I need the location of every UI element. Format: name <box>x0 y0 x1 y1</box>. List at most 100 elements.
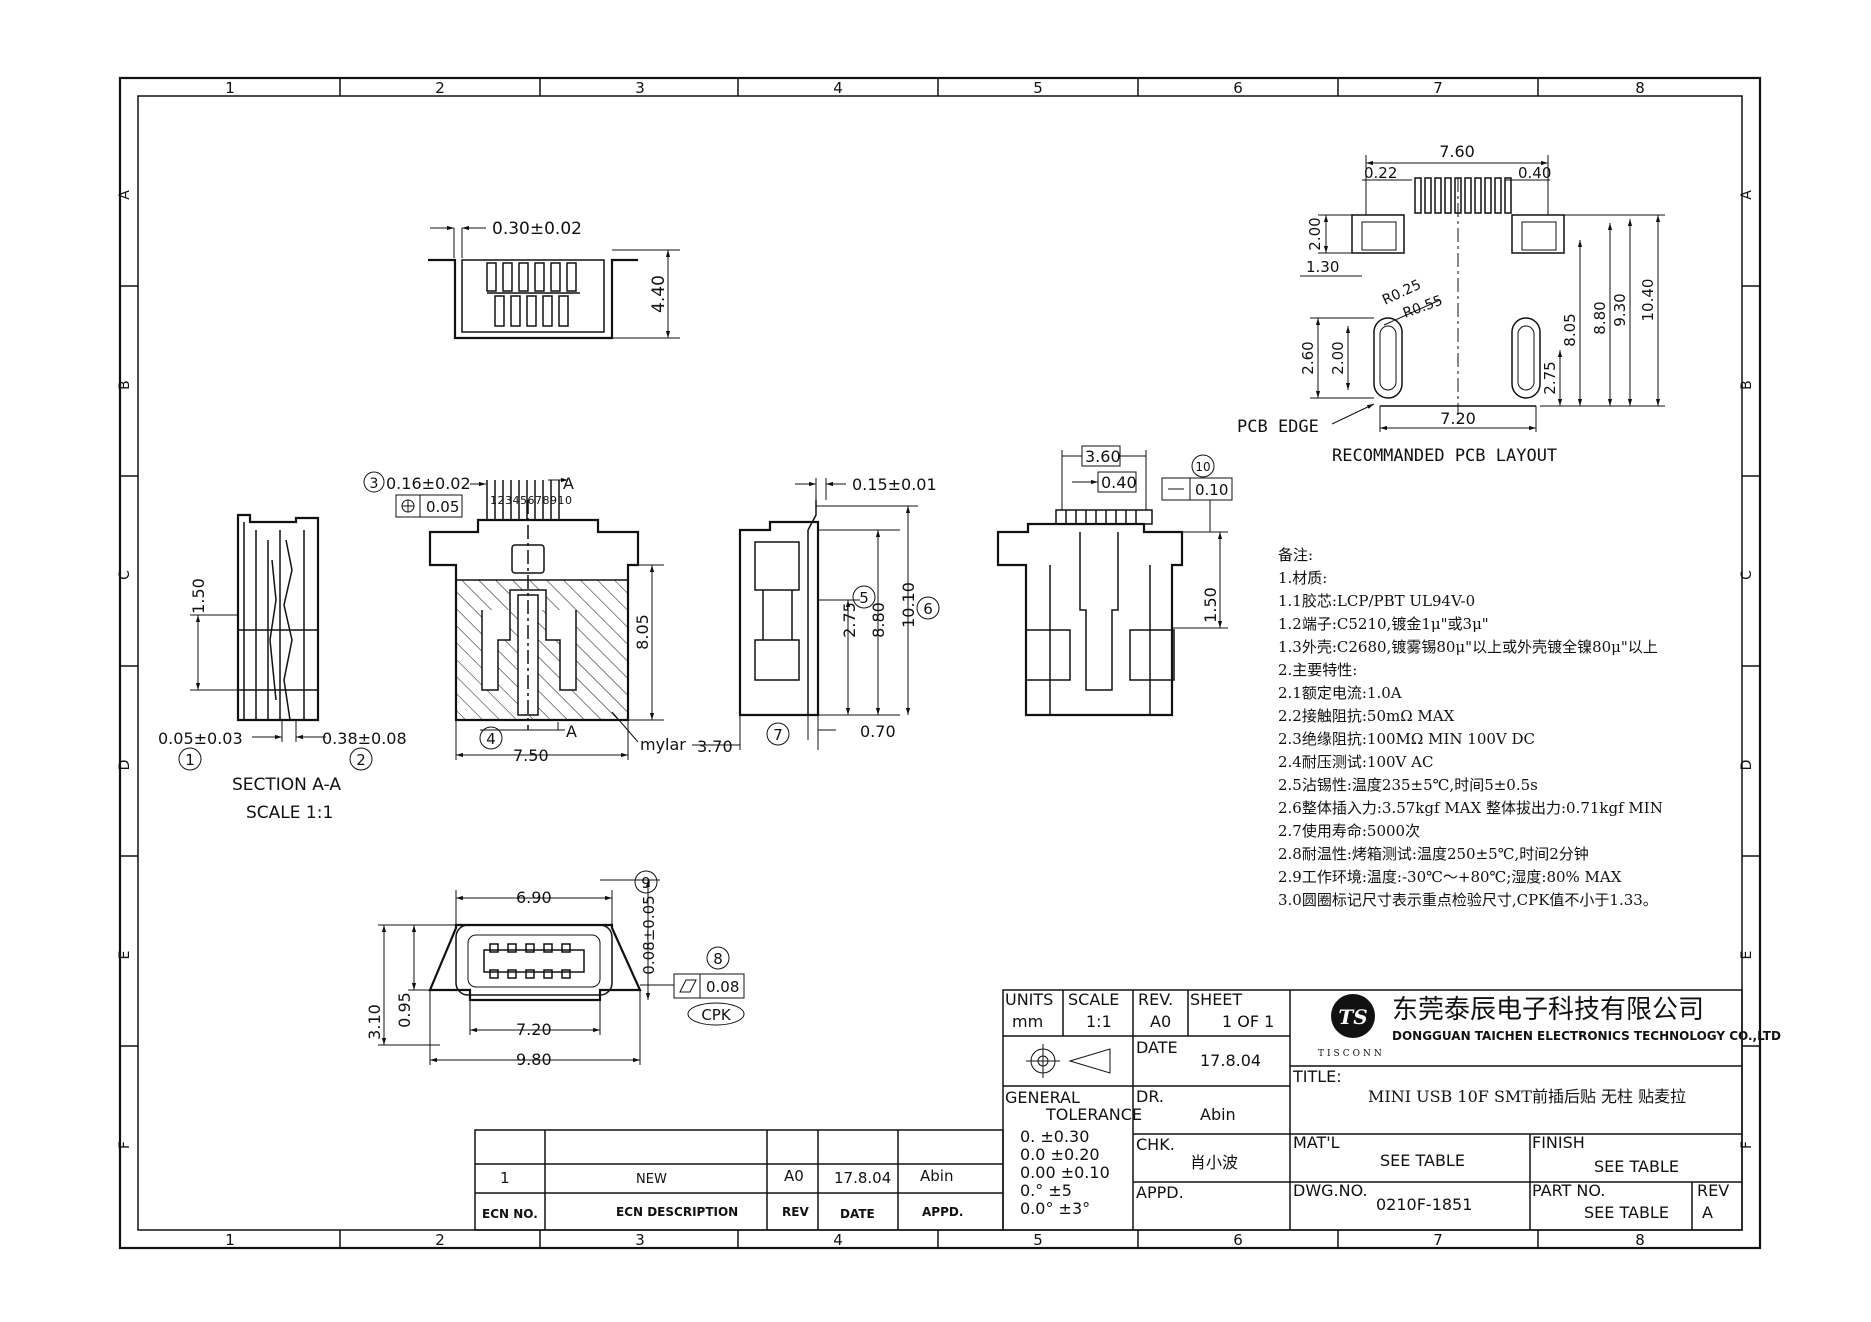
note-line: 2.7使用寿命:5000次 <box>1278 822 1420 840</box>
marker-9 <box>634 870 658 894</box>
dim-310: 3.10 <box>365 1004 384 1040</box>
scale-label: SCALE <box>1068 990 1119 1009</box>
ecn-date: 17.8.04 <box>834 1169 891 1187</box>
chk-label: CHK. <box>1136 1135 1175 1154</box>
tol-line: 0.00 ±0.10 <box>1020 1163 1110 1182</box>
col-label-top: 1 <box>225 79 235 97</box>
row-label-right: E <box>1739 951 1755 960</box>
row-label-left: E <box>117 951 133 960</box>
pcb-layout-view: 7.60 0.22 0.40 2.00 1.30 R0.25 R0.55 2.6… <box>1237 142 1665 466</box>
ecn-header-no: ECN NO. <box>482 1207 538 1221</box>
marker-2-text: 2 <box>356 751 366 769</box>
dim-008: 0.08±0.05 <box>640 895 658 974</box>
dim-980: 9.80 <box>516 1050 552 1069</box>
sheet-label: SHEET <box>1190 990 1242 1009</box>
dim-095: 0.95 <box>395 992 414 1028</box>
dim-height: 4.40 <box>649 275 669 313</box>
notes-block: 备注: 1.材质: 1.1胶芯:LCP/PBT UL94V-0 1.2端子:C5… <box>1278 546 1663 909</box>
tol-line: 0.° ±5 <box>1020 1181 1072 1200</box>
dim-275: 2.75 <box>840 602 859 638</box>
col-label-top: 4 <box>833 79 843 97</box>
marker-3 <box>363 471 385 493</box>
dim-200b: 2.00 <box>1329 341 1347 374</box>
dim-015: 0.15±0.01 <box>852 475 937 494</box>
company-en: DONGGUAN TAICHEN ELECTRONICS TECHNOLOGY … <box>1392 1029 1781 1043</box>
marker-4 <box>479 726 503 750</box>
scale-value: 1:1 <box>1086 1012 1112 1031</box>
note-line: 3.0圆圈标记尺寸表示重点检验尺寸,CPK值不小于1.33。 <box>1278 891 1658 909</box>
row-label-right: B <box>1739 380 1755 390</box>
col-label-top: 2 <box>435 79 445 97</box>
dim-750: 7.50 <box>513 746 549 765</box>
matl-label: MAT'L <box>1293 1133 1340 1152</box>
back-view: 3.60 0.40 10 0.10 1.50 <box>996 445 1233 717</box>
chk-value: 肖小波 <box>1190 1153 1238 1172</box>
dim-width-total: 7.60 <box>1439 142 1475 161</box>
row-label-right: F <box>1739 1141 1755 1149</box>
col-label-bottom: 1 <box>225 1231 235 1249</box>
dim-150: 1.50 <box>1201 587 1220 623</box>
marker-8-text: 8 <box>713 950 723 968</box>
row-label-left: A <box>117 190 133 200</box>
company-logo <box>1331 994 1375 1038</box>
row-label-left: C <box>117 570 133 580</box>
logo-text: TISCONN <box>1318 1049 1385 1059</box>
pin-numbers: 12345678910 <box>490 494 572 507</box>
col-label-top: 7 <box>1433 79 1443 97</box>
dwg-label: DWG.NO. <box>1293 1181 1368 1200</box>
marker-6 <box>916 596 940 620</box>
ecn-header-appd: APPD. <box>922 1205 963 1219</box>
appd-label: APPD. <box>1136 1183 1184 1202</box>
bottom-view: 6.90 9 0.08±0.05 3.10 0.95 7.20 9.80 8 0… <box>365 870 745 1069</box>
col-label-bottom: 3 <box>635 1231 645 1249</box>
dim-880: 8.80 <box>869 602 888 638</box>
dim-275: 2.75 <box>1541 361 1559 394</box>
drawing-title: MINI USB 10F SMT前插后贴 无柱 贴麦拉 <box>1368 1087 1686 1106</box>
note-line: 2.9工作环境:温度:-30℃～+80℃;湿度:80% MAX <box>1278 868 1622 886</box>
top-view: 0.30±0.02 4.40 <box>428 219 680 340</box>
tol-line: 0.0° ±3° <box>1020 1199 1090 1218</box>
col-label-bottom: 5 <box>1033 1231 1043 1249</box>
note-line: 2.1额定电流:1.0A <box>1278 684 1402 702</box>
marker-1 <box>178 747 202 771</box>
flatness-value: 0.05 <box>426 498 459 516</box>
tol-line: 0.0 ±0.20 <box>1020 1145 1100 1164</box>
front-view: A A 12345678910 3 0.16±0.02 0.05 8.05 4 … <box>363 471 686 765</box>
marker-10-text: 10 <box>1195 460 1210 474</box>
dim-690: 6.90 <box>516 888 552 907</box>
col-label-bottom: 8 <box>1635 1231 1645 1249</box>
dim-pad-small: 0.22 <box>1364 164 1397 182</box>
marker-5-text: 5 <box>859 589 869 607</box>
dim-260: 2.60 <box>1299 341 1317 374</box>
note-line: 2.8耐温性:烤箱测试:温度250±5℃,时间2分钟 <box>1278 845 1589 863</box>
ecn-header-date: DATE <box>840 1207 875 1221</box>
cpk-text: CPK <box>701 1006 732 1024</box>
section-mark-top: A <box>563 474 574 493</box>
dim-370: 3.70 <box>697 737 733 756</box>
row-label-right: C <box>1739 570 1755 580</box>
general-label: GENERAL <box>1005 1088 1080 1107</box>
part-value: SEE TABLE <box>1584 1203 1669 1222</box>
cpk-badge <box>687 1002 745 1026</box>
finish-value: SEE TABLE <box>1594 1157 1679 1176</box>
dim-930: 9.30 <box>1611 293 1629 326</box>
dim-150: 1.50 <box>189 578 208 614</box>
date-value: 17.8.04 <box>1200 1051 1261 1070</box>
rev2-label: REV <box>1697 1181 1729 1200</box>
pcb-layout-caption: RECOMMANDED PCB LAYOUT <box>1332 446 1557 466</box>
note-line: 1.3外壳:C2680,镀雾锡80μ"以上或外壳镀全镍80μ"以上 <box>1278 638 1658 656</box>
dim-070: 0.70 <box>860 722 896 741</box>
note-line: 2.5沾锡性:温度235±5℃,时间5±0.5s <box>1278 776 1538 794</box>
dim-720: 7.20 <box>516 1020 552 1039</box>
dim-805: 8.05 <box>1561 313 1579 346</box>
dim-1010: 10.10 <box>899 582 918 628</box>
section-mark-bottom: A <box>566 722 577 741</box>
ecn-appd: Abin <box>920 1167 953 1185</box>
marker-6-text: 6 <box>923 600 933 618</box>
dim-200a: 2.00 <box>1306 217 1324 250</box>
company-cn: 东莞泰辰电子科技有限公司 <box>1392 995 1704 1025</box>
dim-pin-pitch: 0.30±0.02 <box>492 219 582 239</box>
col-label-bottom: 6 <box>1233 1231 1243 1249</box>
note-line: 2.2接触阻抗:50mΩ MAX <box>1278 707 1455 725</box>
